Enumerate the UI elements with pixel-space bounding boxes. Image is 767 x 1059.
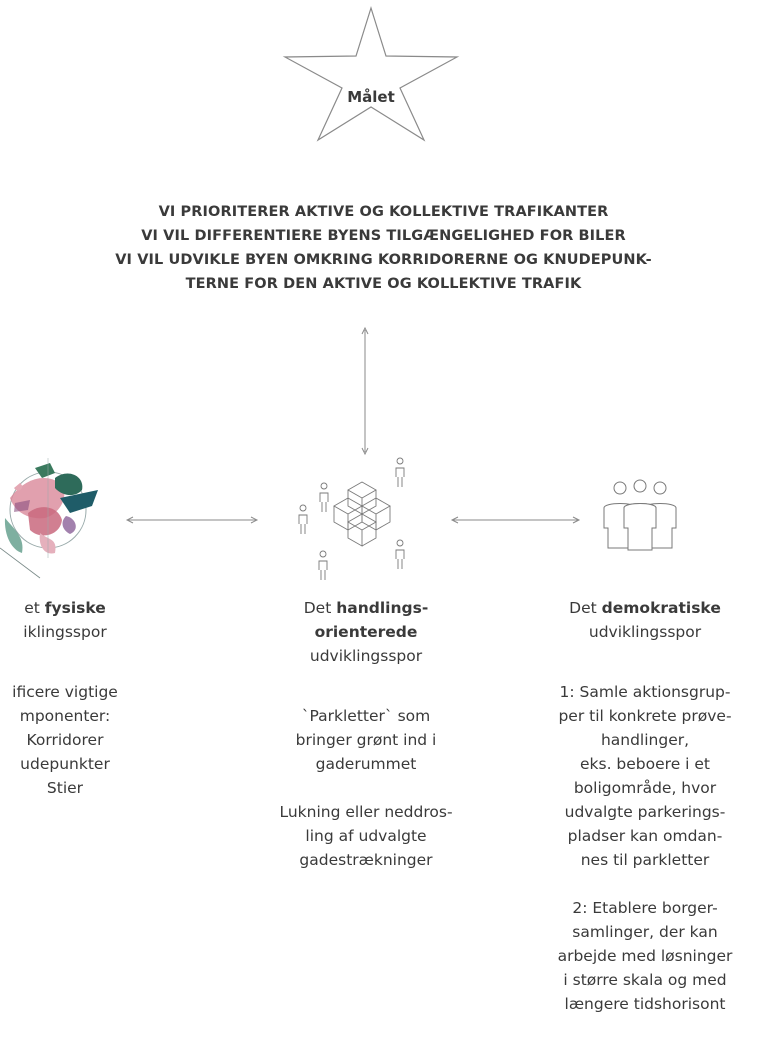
democratic-item: pladser kan omdan- [567,827,723,845]
goal-star: Målet [282,0,460,160]
physical-track-title: et fysiske [24,599,106,617]
democratic-item: nes til parkletter [580,851,710,869]
action-item: gaderummet [315,755,417,773]
goal-line: VI PRIORITERER AKTIVE OG KOLLEKTIVE TRAF… [158,204,609,220]
star-label: Målet [347,88,395,106]
goal-line: VI VIL DIFFERENTIERE BYENS TILGÆNGELIGHE… [141,228,626,244]
group-people-icon [603,479,677,551]
arrowhead-up [361,326,369,335]
star-icon [282,5,460,142]
democratic-item: 1: Samle aktionsgrup- [559,683,731,701]
democratic-item: per til konkrete prøve- [558,707,732,725]
person-icon [395,539,405,569]
democratic-track-subtitle: udviklingsspor [588,623,702,641]
goal-line: TERNE FOR DEN AKTIVE OG KOLLEKTIVE TRAFI… [185,276,582,292]
physical-item: udepunkter [20,755,110,773]
arrowhead-right [572,516,581,524]
physical-item: mponenter: [19,707,111,725]
physical-track-subtitle: iklingsspor [23,623,107,641]
physical-item: ificere vigtige [12,683,118,701]
action-item: ling af udvalgte [305,827,427,845]
action-track-subtitle: udviklingsspor [309,647,423,665]
physical-item: Korridorer [26,731,104,749]
action-track: Det handlings- orienterede udviklingsspo… [256,596,476,872]
democratic-item: arbejde med løsninger [557,947,733,965]
person-icon [298,504,308,534]
city-map-icon [0,458,98,579]
physical-track: et fysiske iklingsspor ificere vigtige m… [0,596,150,800]
person-icon [319,482,329,512]
democratic-item: boligområde, hvor [573,779,717,797]
arrowhead-left [125,516,134,524]
action-item: `Parkletter` som [301,707,431,725]
action-item: bringer grønt ind i [295,731,437,749]
goal-line: VI VIL UDVIKLE BYEN OMKRING KORRIDORERNE… [115,252,652,268]
physical-item: Stier [46,779,84,797]
democratic-track: Det demokratiske udviklingsspor 1: Samle… [523,596,767,1016]
person-icon [318,550,328,580]
arrowhead-right [250,516,259,524]
goals-text: VI PRIORITERER AKTIVE OG KOLLEKTIVE TRAF… [0,200,767,296]
action-item: gadestrækninger [299,851,433,869]
arrowhead-down [361,447,369,456]
cubes-people-icon [298,457,405,580]
democratic-item: samlinger, der kan [572,923,718,941]
action-track-title-2: orienterede [314,623,418,641]
democratic-item: udvalgte parkerings- [564,803,726,821]
democratic-item: eks. beboere i et [579,755,711,773]
democratic-item: i større skala og med [563,971,727,989]
democratic-item: handlinger, [600,731,690,749]
democratic-item: 2: Etablere borger- [572,899,718,917]
arrowhead-left [450,516,459,524]
democratic-item: længere tidshorisont [564,995,726,1013]
person-icon [395,457,405,487]
action-track-title: Det handlings- [303,599,429,617]
action-item: Lukning eller neddros- [279,803,453,821]
democratic-track-title: Det demokratiske [569,599,721,617]
